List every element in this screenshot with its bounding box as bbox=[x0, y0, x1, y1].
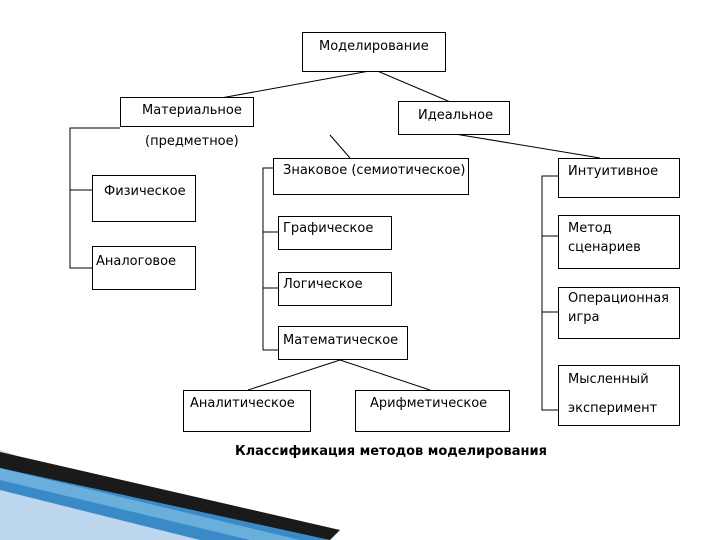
sign-node-label: Знаковое (семиотическое) bbox=[283, 163, 466, 179]
ideal-node-label: Идеальное bbox=[418, 108, 493, 124]
material-node-label: Материальное bbox=[142, 103, 242, 119]
scenario-node-label-line1: Метод bbox=[568, 221, 612, 237]
thought-node-label-line2: эксперимент bbox=[568, 401, 657, 417]
arithmetic-node-label: Арифметическое bbox=[370, 396, 487, 412]
connector-root-ideal bbox=[375, 70, 455, 104]
connector-math-analytical bbox=[248, 360, 340, 390]
material-node-sublabel: (предметное) bbox=[145, 134, 239, 150]
diagram-caption: Классификация методов моделирования bbox=[235, 444, 547, 459]
graphic-node-label: Графическое bbox=[283, 221, 373, 237]
analog-node-label: Аналоговое bbox=[96, 254, 176, 270]
connector-math-arithmetic bbox=[340, 360, 430, 390]
connector-ideal-sign bbox=[330, 135, 350, 158]
connector-ideal-intuitive bbox=[455, 134, 600, 158]
thought-node-label-line1: Мысленный bbox=[568, 372, 649, 388]
connector-sign-bracket bbox=[263, 168, 278, 350]
game-node-label-line2: игра bbox=[568, 310, 600, 326]
physical-node-label: Физическое bbox=[104, 184, 186, 200]
logical-node-label: Логическое bbox=[283, 277, 363, 293]
scenario-node-label-line2: сценариев bbox=[568, 240, 641, 256]
root-node-label: Моделирование bbox=[319, 39, 429, 55]
connector-root-material bbox=[210, 70, 375, 100]
decorative-ribbon bbox=[0, 450, 340, 540]
mathematical-node-label: Математическое bbox=[283, 333, 398, 349]
analytical-node-label: Аналитическое bbox=[190, 396, 295, 412]
intuitive-node-label: Интуитивное bbox=[568, 164, 658, 180]
game-node-label-line1: Операционная bbox=[568, 291, 669, 307]
